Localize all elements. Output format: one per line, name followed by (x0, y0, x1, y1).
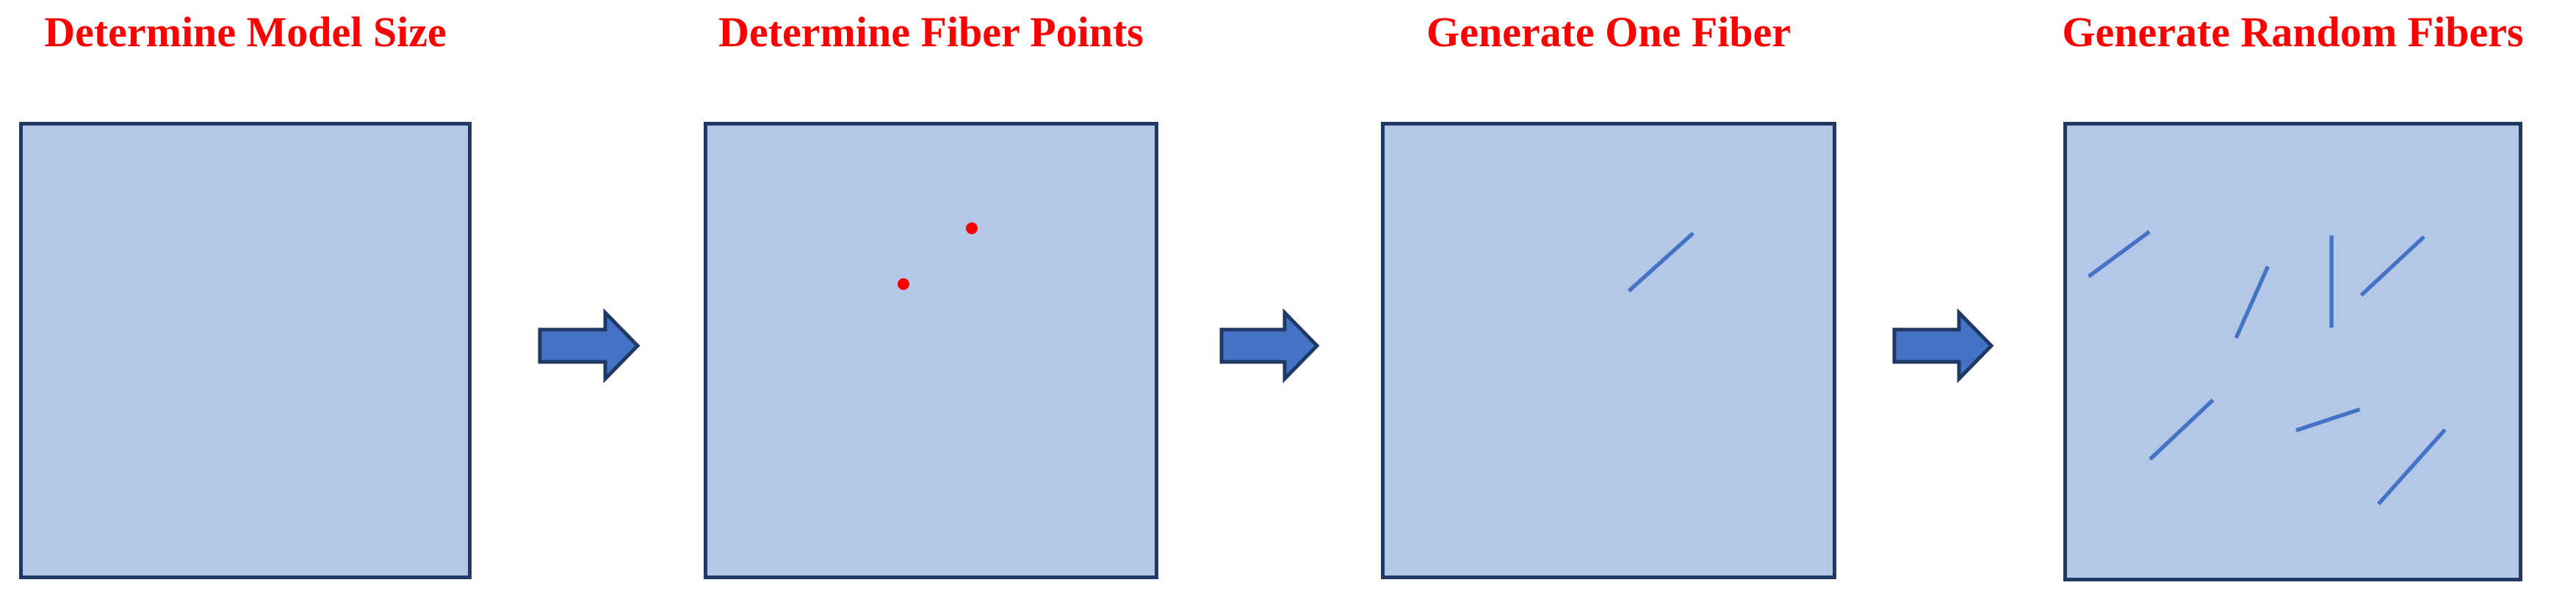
fiber-segment (2087, 230, 2151, 278)
right-arrow-icon (538, 308, 641, 384)
stage-title-generate-random-fibers: Generate Random Fibers (2062, 8, 2524, 56)
fiber-point-dot (966, 222, 978, 234)
fiber-segment (2295, 407, 2361, 432)
fiber-segment (2234, 265, 2270, 339)
fiber-segment (2359, 235, 2425, 297)
right-arrow-icon (1892, 308, 1994, 384)
fibers-layer (1627, 231, 1695, 293)
right-arrow-icon (1219, 308, 1320, 384)
stage-title-determine-model-size: Determine Model Size (44, 8, 447, 56)
stage-title-generate-one-fiber: Generate One Fiber (1426, 8, 1792, 56)
flow-arrow-3 (1892, 308, 1994, 384)
random-fibers-box (2063, 122, 2522, 581)
one-fiber-box (1381, 122, 1836, 579)
fibers-layer (2087, 230, 2447, 506)
fiber-segment (2377, 428, 2447, 506)
flow-arrow-1 (538, 308, 641, 384)
fiber-point-dot (898, 278, 909, 290)
stage-title-determine-fiber-points: Determine Fiber Points (718, 8, 1144, 56)
flow-arrow-2 (1219, 308, 1320, 384)
fiber-points-box (704, 122, 1158, 579)
model-size-box (19, 122, 472, 579)
fiber-segment (2149, 398, 2215, 461)
fiber-segment (1627, 231, 1695, 293)
